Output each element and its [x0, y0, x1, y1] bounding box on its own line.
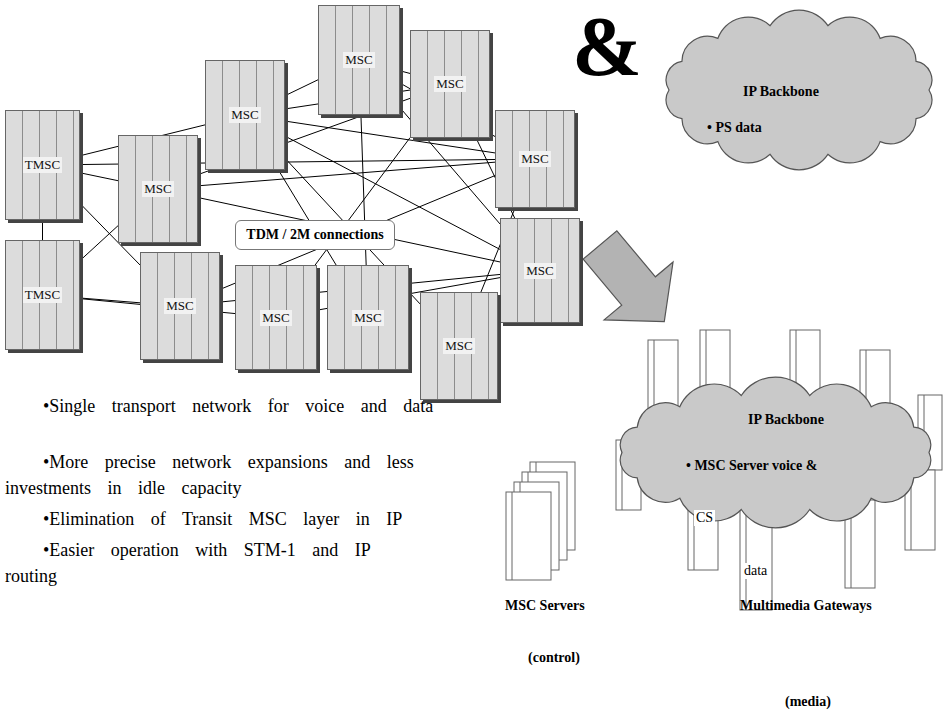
connection-label-box: TDM / 2M connections — [235, 220, 395, 250]
trunk-connection — [80, 226, 118, 261]
node-label: MSC — [524, 263, 555, 279]
caption-label: (media) — [785, 694, 831, 710]
trunk-connection — [400, 71, 410, 74]
switch-cabinet: MSC — [140, 252, 220, 360]
trunk-connection — [285, 80, 318, 96]
server-rack — [506, 492, 551, 580]
node-label: MSC — [260, 310, 291, 326]
cloud-text: • MSC Server voice & — [686, 458, 817, 474]
switch-cabinet: MSC — [500, 218, 580, 323]
network-cloud: IP Backbone • MSC Server voice & — [608, 380, 943, 525]
cloud-shape — [620, 377, 930, 528]
switch-cabinet: MSC — [118, 135, 198, 243]
switch-cabinet: MSC — [205, 60, 285, 170]
cloud-text: CS — [694, 510, 715, 526]
node-label: MSC — [142, 181, 173, 197]
multimedia-gateway-racks — [616, 330, 942, 610]
arrow-shape — [566, 216, 699, 350]
switch-cabinet: MSC — [410, 30, 490, 138]
node-label: MSC — [519, 151, 550, 167]
msc-server-stack — [506, 462, 575, 580]
cloud-text: data — [742, 563, 769, 579]
trunk-connection — [278, 170, 336, 265]
node-label: MSC — [352, 310, 383, 326]
bullet-point: •Elimination of Transit MSC layer in IP — [5, 506, 435, 532]
transition-arrow — [566, 216, 699, 350]
caption-label: Multimedia Gateways — [740, 598, 872, 614]
bullet-point: •Easier operation with STM-1 and IP rout… — [5, 537, 435, 589]
caption-label: (control) — [528, 650, 580, 666]
bullet-point: •Single transport network for voice and … — [5, 393, 435, 419]
node-label: TDM / 2M connections — [246, 227, 383, 243]
cloud-shape — [666, 10, 932, 170]
node-label: MSC — [434, 76, 465, 92]
ampersand: & — [572, 5, 642, 89]
cloud-text: • PS data — [707, 120, 762, 136]
node-label: MSC — [443, 338, 474, 354]
cloud-title: IP Backbone — [743, 84, 819, 100]
switch-cabinet: TMSC — [5, 240, 80, 350]
trunk-connection — [80, 173, 118, 181]
trunk-connection — [198, 198, 500, 262]
switch-cabinet: TMSC — [5, 110, 80, 220]
node-label: MSC — [229, 107, 260, 123]
bullet-point: •More precise network expansions and les… — [5, 449, 435, 501]
node-label: MSC — [164, 298, 195, 314]
switch-cabinet: MSC — [318, 5, 400, 115]
cloud-outline — [608, 380, 943, 525]
node-label: MSC — [343, 52, 374, 68]
trunk-connection — [80, 298, 140, 303]
caption-label: MSC Servers — [505, 598, 585, 614]
cloud-title: IP Backbone — [748, 412, 824, 428]
switch-cabinet: MSC — [327, 265, 409, 370]
trunk-connection — [42, 220, 43, 240]
network-cloud: IP Backbone • PS data — [655, 10, 943, 170]
switch-cabinet: MSC — [420, 292, 498, 400]
switch-cabinet: MSC — [235, 265, 317, 370]
node-label: TMSC — [23, 157, 62, 173]
switch-cabinet: MSC — [495, 110, 575, 208]
node-label: TMSC — [23, 287, 62, 303]
